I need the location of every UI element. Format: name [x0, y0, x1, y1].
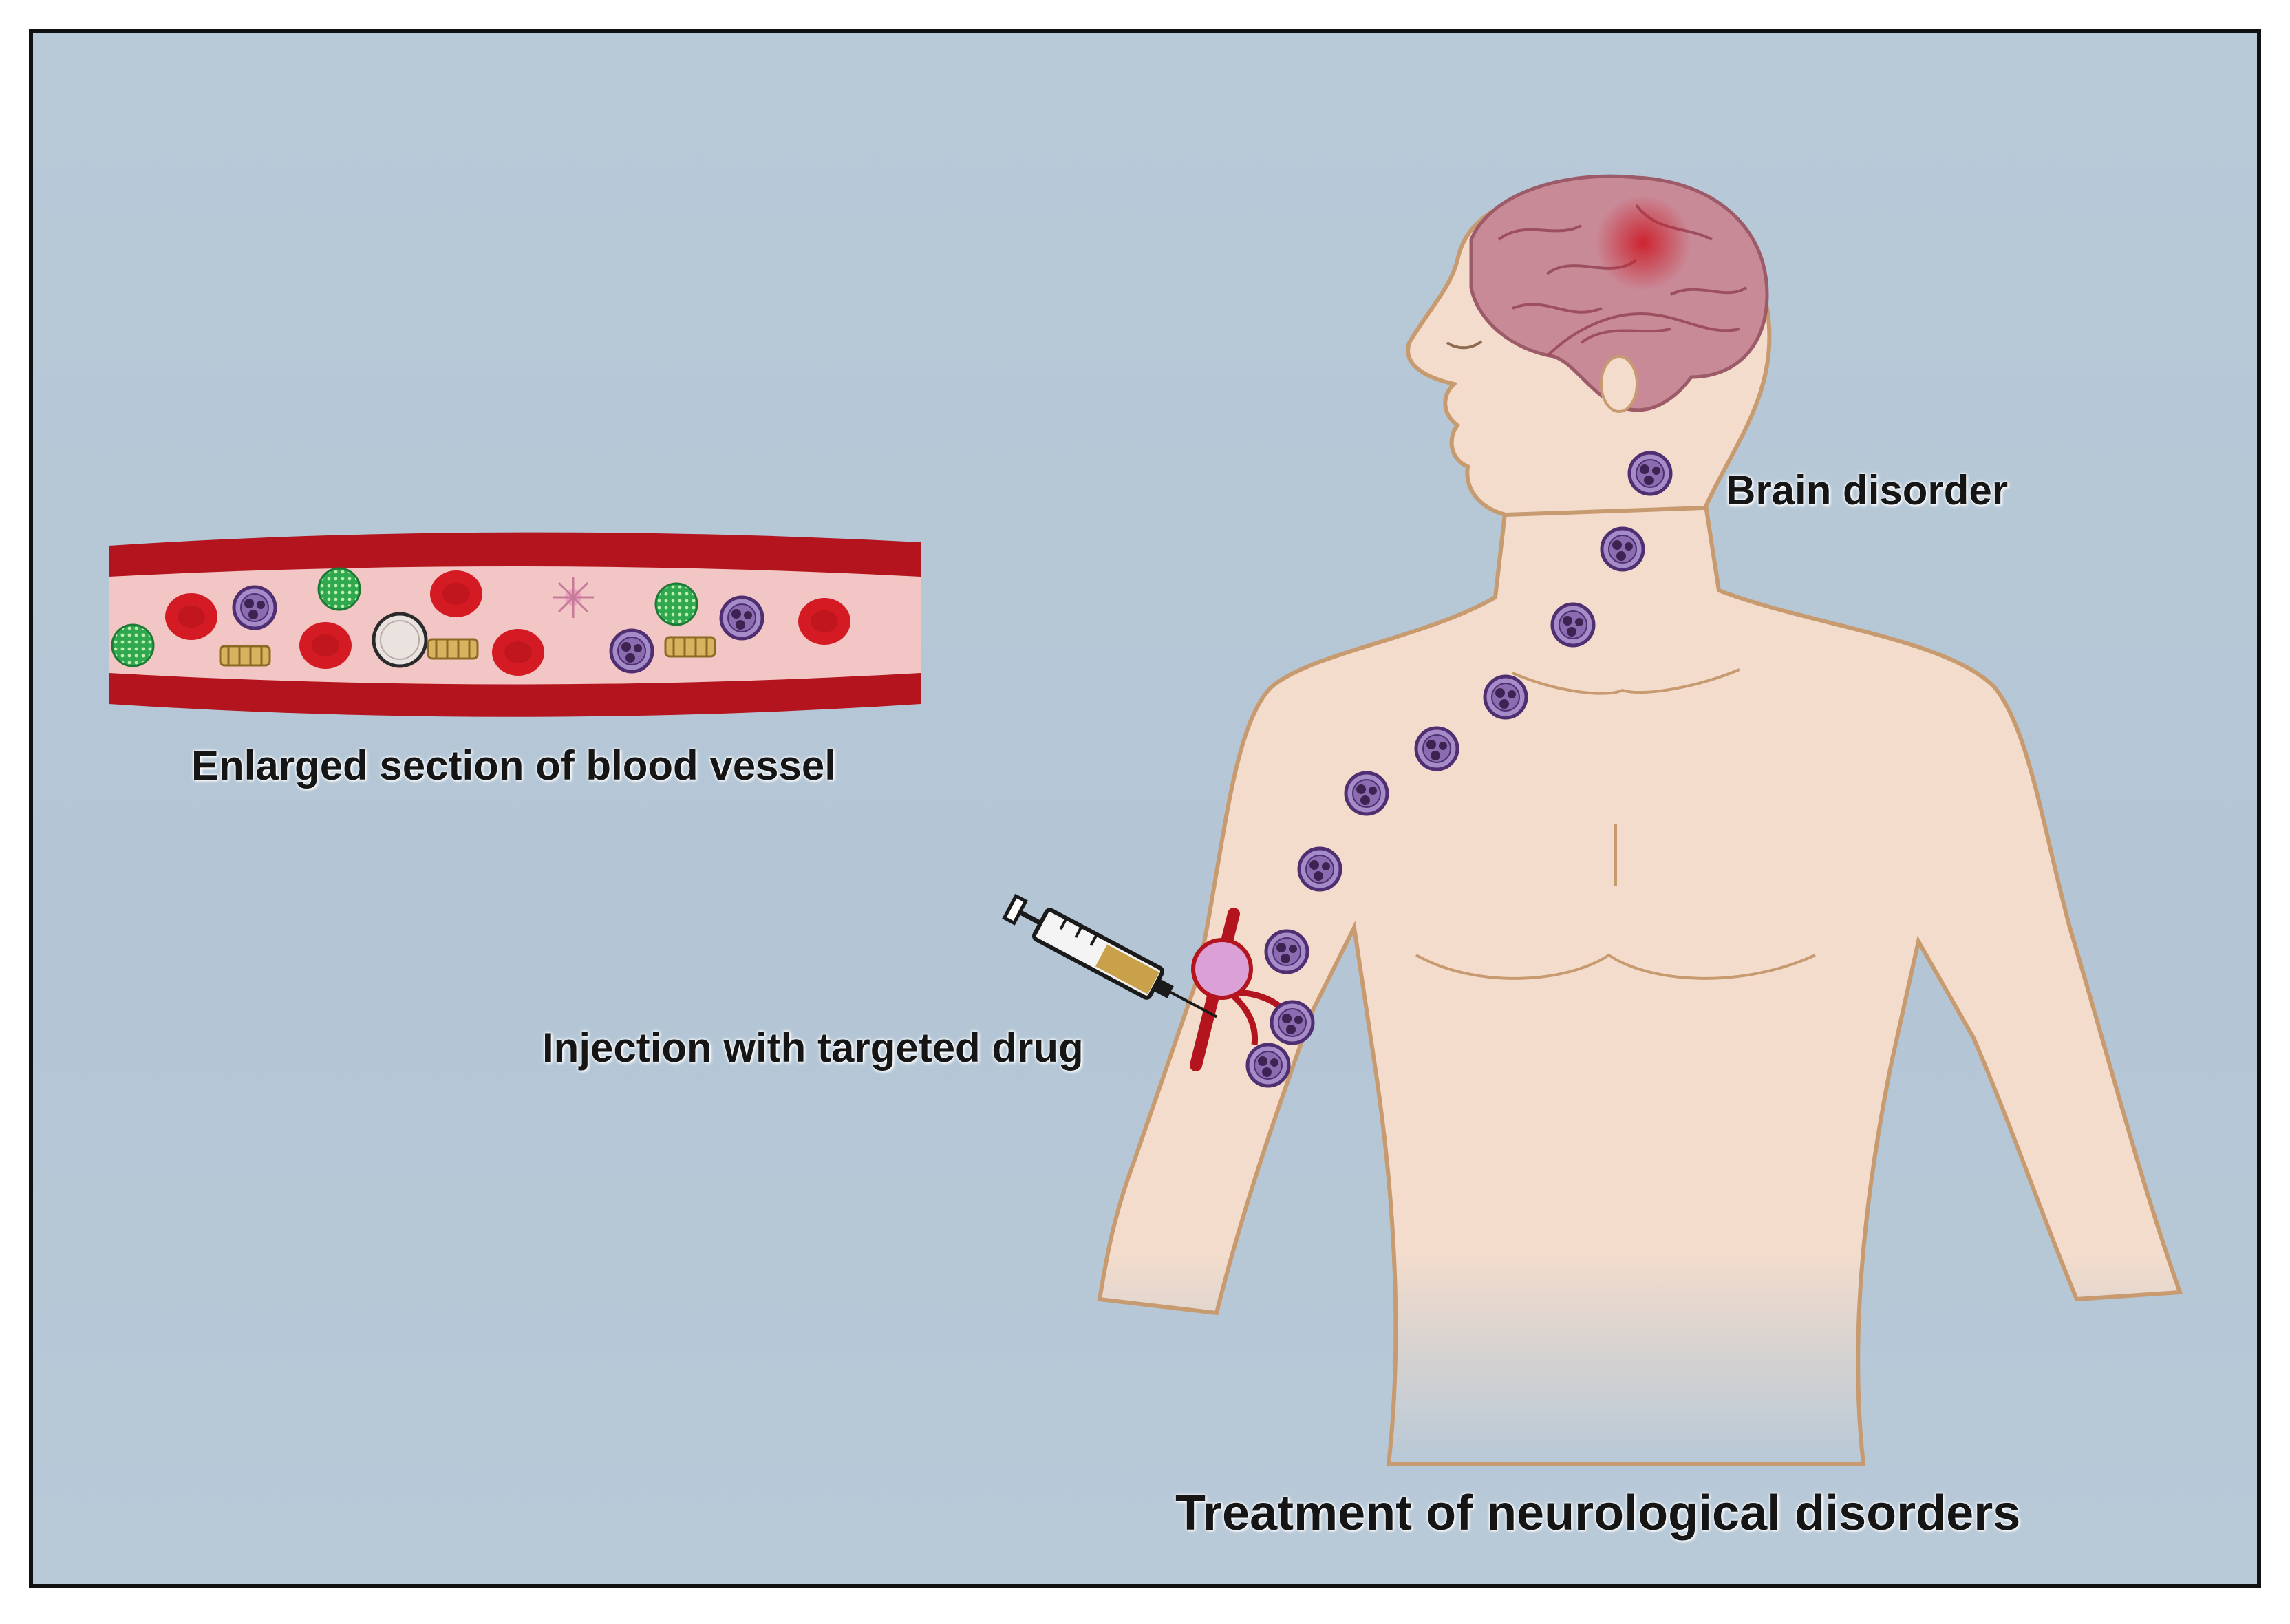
gold-rod-particle-icon: [427, 638, 479, 660]
red-blood-cell-icon: [798, 598, 850, 645]
brain: [1469, 174, 1769, 412]
drug-carrier-cell-icon: [1248, 1045, 1289, 1086]
drug-carrier-cell-icon: [1485, 676, 1526, 718]
drug-carrier-cell-icon: [1272, 1002, 1313, 1043]
treatment-title: Treatment of neurological disorders: [1175, 1486, 2021, 1541]
syringe-icon: [1002, 893, 1218, 1018]
gold-rod-particle-icon: [219, 645, 271, 667]
drug-carrier-cell-icon: [1299, 848, 1340, 890]
human-body: [1097, 174, 2183, 1466]
drug-carrier-cell-icon: [1629, 453, 1671, 494]
drug-carrier-cell-icon: [234, 587, 275, 628]
brain-disorder-label: Brain disorder: [1726, 467, 2009, 513]
drug-carrier-cell-icon: [611, 630, 652, 672]
blood-vessel-label: Enlarged section of blood vessel: [191, 742, 836, 789]
injection-label: Injection with targeted drug: [542, 1025, 1084, 1071]
brain-hotspot: [1595, 195, 1691, 291]
ear: [1600, 355, 1638, 413]
empty-vesicle-icon: [372, 612, 428, 668]
red-blood-cell-icon: [430, 570, 482, 617]
green-nanoparticle-icon: [654, 582, 698, 626]
drug-carrier-cell-icon: [721, 597, 762, 639]
drug-carrier-cell-icon: [1602, 528, 1643, 570]
chest-line: [1415, 953, 1816, 980]
blood-vessel-section: [109, 532, 921, 717]
drug-carrier-cell-icon: [1266, 931, 1307, 972]
spiky-particle-icon: [553, 577, 594, 618]
red-blood-cell-icon: [492, 629, 544, 676]
closed-eye: [1446, 340, 1483, 350]
gold-rod-particle-icon: [664, 636, 716, 658]
red-blood-cell-icon: [299, 622, 352, 669]
drug-carrier-cell-icon: [1346, 773, 1387, 814]
torso: [1097, 498, 2183, 1466]
diagram-illustration: [109, 174, 2183, 1466]
green-nanoparticle-icon: [317, 567, 361, 611]
red-blood-cell-icon: [165, 593, 217, 640]
diagram-frame: Enlarged section of blood vessel Brain d…: [29, 29, 2261, 1588]
collarbone: [1512, 668, 1740, 695]
drug-carrier-cell-icon: [1416, 728, 1457, 769]
injection-site-cell: [1191, 938, 1253, 1000]
drug-carrier-cell-icon: [1552, 604, 1594, 645]
green-nanoparticle-icon: [111, 623, 155, 667]
